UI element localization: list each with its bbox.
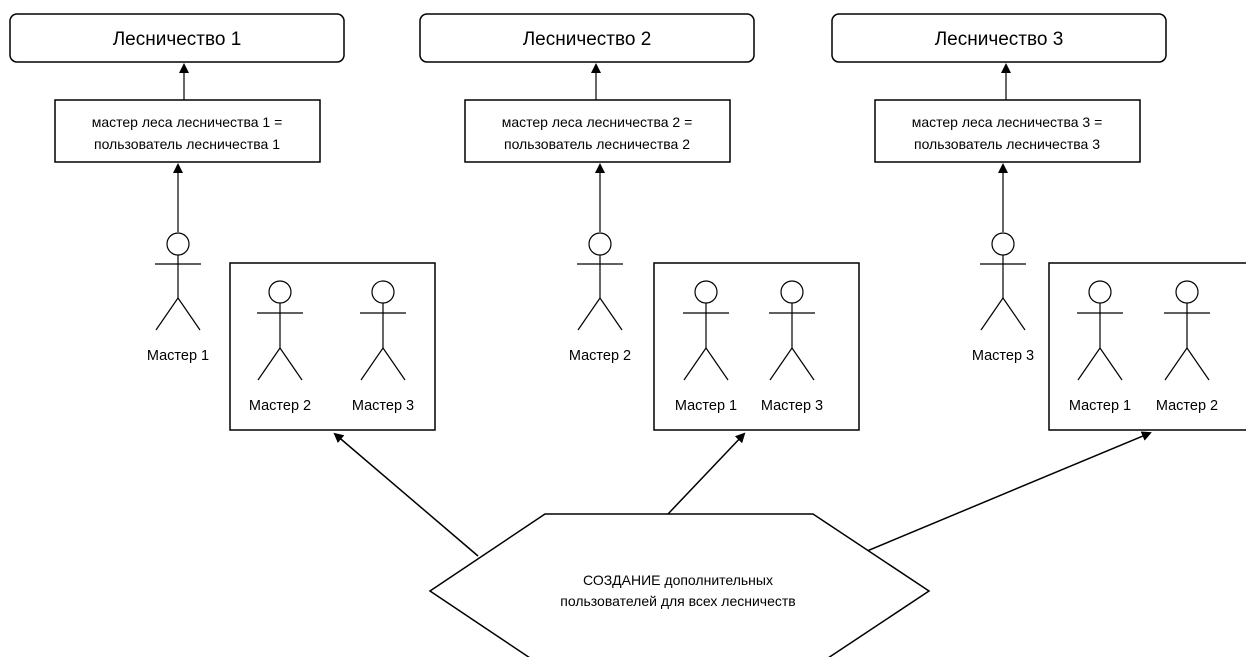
- forestry-3-group-box[interactable]: [1048, 262, 1246, 431]
- forestry-2-group-actor-a-label: Мастер 1: [675, 398, 737, 414]
- forestry-3-title: Лесничество 3: [935, 29, 1064, 50]
- master-1-label: Мастер 1: [147, 348, 209, 364]
- forestry-1-note-box[interactable]: [54, 99, 321, 163]
- forestry-1-note-line1: мастер леса лесничества 1 =: [92, 114, 283, 130]
- master-2-label: Мастер 2: [569, 348, 631, 364]
- master-1-actor-icon[interactable]: [155, 232, 201, 331]
- forestry-2-group-actor-b-label: Мастер 3: [761, 398, 823, 414]
- forestry-1-note-line2: пользователь лесничества 1: [94, 136, 280, 152]
- forestry-3-group-actor-a-icon: [1077, 280, 1123, 381]
- forestry-3-note-line2: пользователь лесничества 3: [914, 136, 1100, 152]
- forestry-1-group-box[interactable]: [229, 262, 436, 431]
- creation-text-line2: пользователей для всех лесничеств: [560, 593, 795, 609]
- forestry-1-group-actor-a-icon: [257, 280, 303, 381]
- forestry-2-note-line1: мастер леса лесничества 2 =: [502, 114, 693, 130]
- forestry-2-group-actor-a-icon: [683, 280, 729, 381]
- master-3-label: Мастер 3: [972, 348, 1034, 364]
- forestry-3-note-line1: мастер леса лесничества 3 =: [912, 114, 1103, 130]
- forestry-3-box[interactable]: [831, 13, 1167, 63]
- forestry-2-group-box[interactable]: [653, 262, 860, 431]
- forestry-2-note-line2: пользователь лесничества 2: [504, 136, 690, 152]
- arrow-creation-to-group-1: [333, 432, 479, 557]
- forestry-1-group-actor-a-label: Мастер 2: [249, 398, 311, 414]
- forestry-2-note-box[interactable]: [464, 99, 731, 163]
- master-2-actor-icon[interactable]: [577, 232, 623, 331]
- forestry-3-group-actor-b-label: Мастер 2: [1156, 398, 1218, 414]
- forestry-3-group-actor-a-label: Мастер 1: [1069, 398, 1131, 414]
- forestry-2-group-actor-b-icon: [769, 280, 815, 381]
- forestry-3-group-actor-b-icon: [1164, 280, 1210, 381]
- forestry-1-box[interactable]: [9, 13, 345, 63]
- forestry-1-column: Лесничество 1 мастер леса лесничества 1 …: [9, 13, 436, 431]
- forestry-2-box[interactable]: [419, 13, 755, 63]
- forestry-2-column: Лесничество 2 мастер леса лесничества 2 …: [419, 13, 860, 431]
- arrow-creation-to-group-2: [667, 432, 746, 515]
- forestry-1-group-actor-b-icon: [360, 280, 406, 381]
- forestry-1-title: Лесничество 1: [113, 29, 242, 50]
- master-3-actor-icon[interactable]: [980, 232, 1026, 331]
- creation-text-line1: СОЗДАНИЕ дополнительных: [583, 572, 773, 588]
- forestry-1-group-actor-b-label: Мастер 3: [352, 398, 414, 414]
- forestry-3-column: Лесничество 3 мастер леса лесничества 3 …: [831, 13, 1246, 431]
- arrow-creation-to-group-3: [854, 431, 1152, 557]
- creation-hexagon[interactable]: [428, 513, 931, 657]
- forestry-2-title: Лесничество 2: [523, 29, 652, 50]
- forestry-3-note-box[interactable]: [874, 99, 1141, 163]
